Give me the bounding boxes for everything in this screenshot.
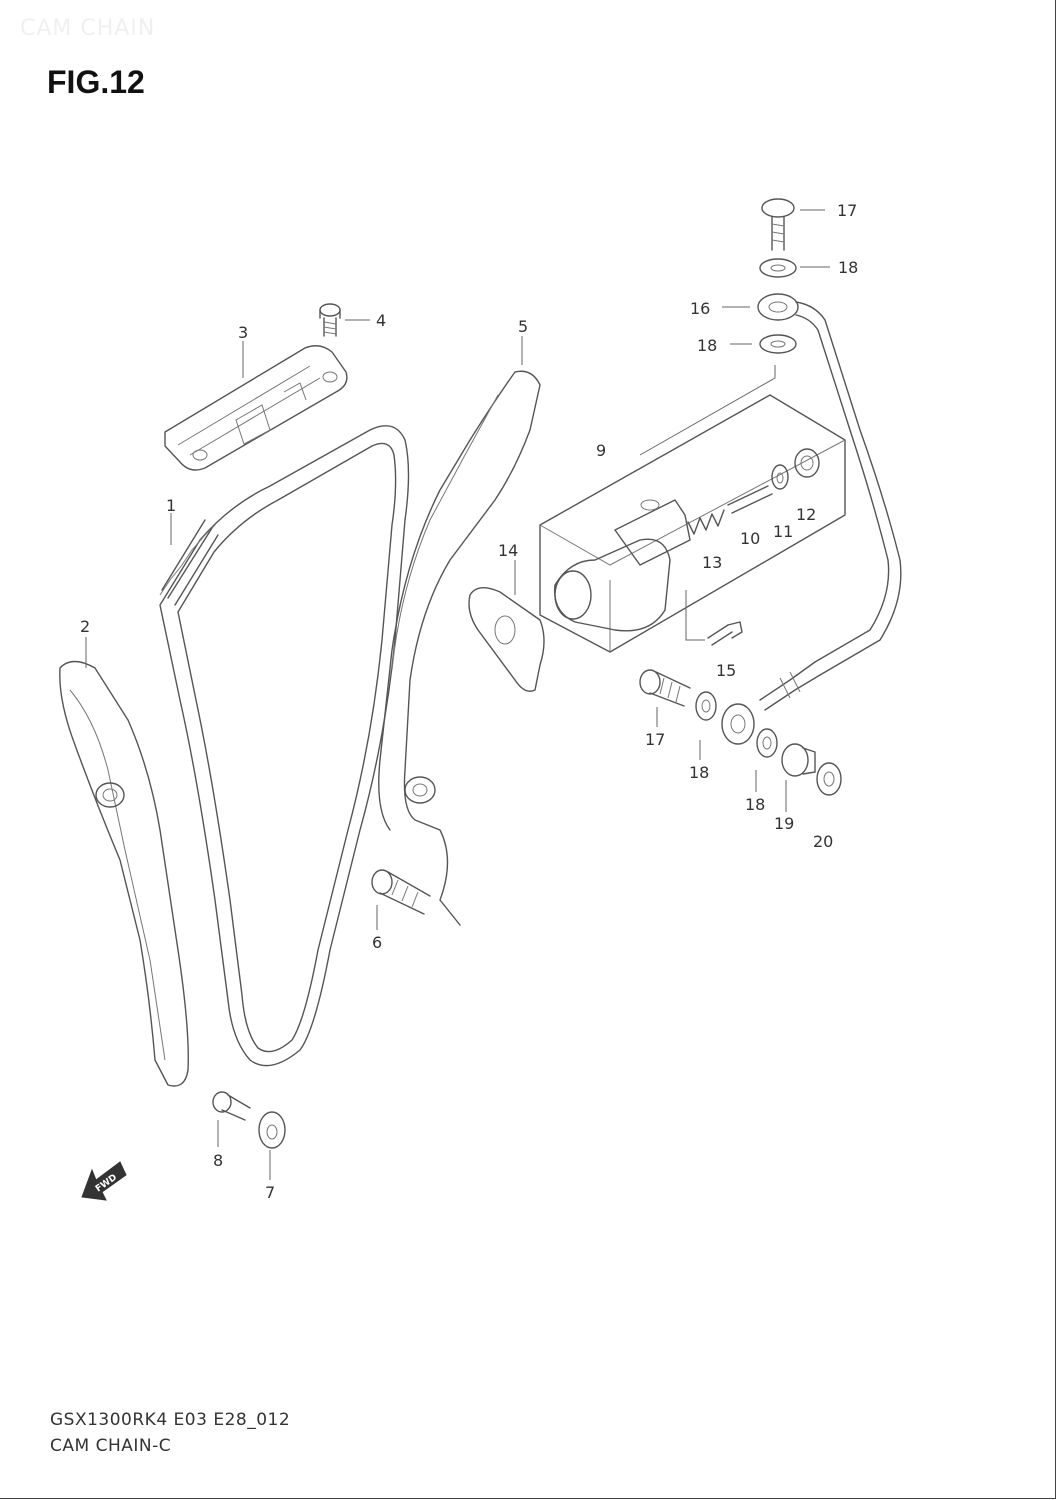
callout-2: 2: [80, 617, 90, 636]
part-10-rod: [727, 485, 773, 514]
callout-4: 4: [376, 311, 386, 330]
part-2-tensioner-guide: [59, 660, 189, 1087]
diagram-name: CAM CHAIN-C: [50, 1436, 172, 1456]
part-12-cap-bolt: [794, 448, 820, 478]
callout-numbers: 1 2 3 4 5 6 7 8 9 10 11 12 13 14 15 16 1…: [80, 201, 858, 1202]
callout-12: 12: [796, 505, 816, 524]
callout-13: 13: [702, 553, 722, 572]
part-1-cam-chain: [159, 425, 410, 1067]
part-7-washer: [258, 1111, 286, 1149]
callout-19: 19: [774, 814, 794, 833]
part-4-bolt: [319, 303, 341, 337]
part-9-tensioner-body: [539, 394, 846, 653]
callout-15: 15: [716, 661, 736, 680]
part-18-upper-washer: [759, 258, 797, 278]
callout-18-c: 18: [689, 763, 709, 782]
part-18-washer-b: [759, 334, 797, 354]
callout-6: 6: [372, 933, 382, 952]
part-14-gasket: [468, 587, 545, 692]
part-18-lower-washer-b: [756, 728, 778, 758]
part-18-lower-washer-a: [695, 691, 717, 721]
part-3-upper-guide: [164, 345, 348, 471]
part-6-bolt: [371, 869, 431, 915]
callout-18-d: 18: [745, 795, 765, 814]
callout-14: 14: [498, 541, 518, 560]
callout-17-upper: 17: [837, 201, 857, 220]
callout-18-b: 18: [697, 336, 717, 355]
figure-title: FIG.12: [47, 64, 145, 100]
callout-3: 3: [238, 323, 248, 342]
part-13-spring: [687, 509, 725, 535]
callout-7: 7: [265, 1183, 275, 1202]
callout-9: 9: [596, 441, 606, 460]
part-8-bolt: [212, 1091, 251, 1121]
callout-17-lower: 17: [645, 730, 665, 749]
banjo-fitting: [721, 703, 755, 745]
callout-1: 1: [166, 496, 176, 515]
fwd-arrow-icon: FWD: [81, 1161, 127, 1201]
callout-20: 20: [813, 832, 833, 851]
callout-5: 5: [518, 317, 528, 336]
part-19-union-bolt: [781, 743, 816, 777]
leader-lines: [85, 209, 830, 1180]
part-20-washer: [816, 762, 842, 796]
callout-16: 16: [690, 299, 710, 318]
part-5-chain-guide: [378, 370, 541, 926]
callout-11: 11: [773, 522, 793, 541]
callout-8: 8: [213, 1151, 223, 1170]
callout-18-a: 18: [838, 258, 858, 277]
leader-9: [639, 365, 776, 456]
part-17-upper-bolt: [761, 198, 795, 251]
callout-10: 10: [740, 529, 760, 548]
watermark: CAM CHAIN: [20, 16, 156, 41]
part-15-screw: [685, 590, 743, 646]
part-17-lower-bolt: [639, 669, 691, 707]
part-16-oil-hose: [757, 293, 902, 711]
part-11-washer: [771, 464, 789, 490]
diagram-code: GSX1300RK4 E03 E28_012: [50, 1410, 291, 1430]
